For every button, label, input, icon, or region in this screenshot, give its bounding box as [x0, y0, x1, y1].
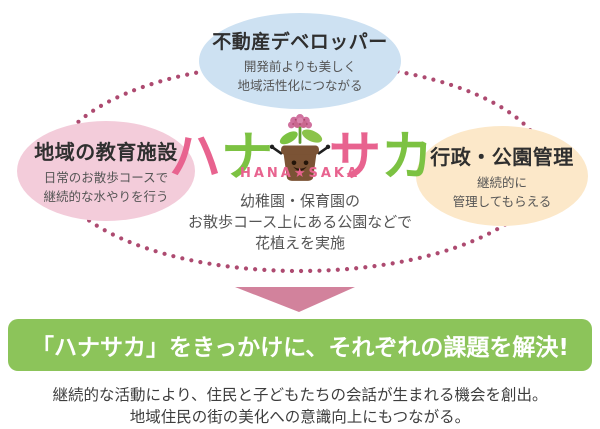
node-subtitle: 日常のお散歩コースで 継続的な水やりを行う: [43, 169, 168, 205]
center-description-line: 花植えを実施: [254, 234, 345, 252]
footer-note-line: 地域住民の街の美化への意識向上にもつながる。: [129, 408, 471, 426]
arms: [271, 145, 329, 155]
conclusion-banner: 「ハナサカ」をきっかけに、それぞれの課題を解決!: [8, 319, 592, 371]
node-title: 不動産デベロッパー: [212, 31, 388, 54]
node-subtitle-line: 地域活性化につながる: [237, 77, 363, 93]
node-subtitle-line: 継続的に: [476, 175, 527, 191]
pot-rim: [281, 145, 319, 155]
flower-cluster: [287, 114, 313, 129]
center-description: 幼稚園・保育園の お散歩コース上にある公園などで 花植えを実施: [0, 191, 600, 254]
node-subtitle-line: 継続的な水やりを行う: [43, 188, 169, 204]
pot-body: [283, 154, 317, 181]
flowerpot-mascot-icon: [269, 114, 331, 181]
footer-note: 継続的な活動により、住民と子どもたちの会話が生まれる機会を創出。 地域住民の街の…: [0, 384, 600, 428]
down-arrow-icon: [235, 287, 355, 312]
eye-left: [291, 160, 297, 166]
center-description-line: お散歩コース上にある公園などで: [188, 213, 412, 231]
logo-char: サ: [329, 126, 381, 188]
eye-right: [303, 160, 309, 166]
node-subtitle: 開発前よりも美しく 地域活性化につながる: [237, 58, 362, 94]
logo-char: カ: [381, 126, 433, 188]
node-title: 地域の教育施設: [34, 140, 178, 165]
node-title: 行政・公園管理: [430, 145, 574, 170]
stem: [298, 126, 302, 144]
node-subtitle: 継続的に 管理してもらえる: [453, 174, 552, 210]
hanasaka-logo: ハ ナ: [0, 97, 600, 188]
node-government-park-management: 行政・公園管理 継続的に 管理してもらえる: [416, 126, 588, 226]
smile-mouth: [293, 166, 307, 171]
conclusion-banner-text: 「ハナサカ」をきっかけに、それぞれの課題を解決!: [31, 335, 569, 361]
leaf-left: [279, 131, 298, 145]
footer-note-line: 継続的な活動により、住民と子どもたちの会話が生まれる機会を創出。: [52, 386, 548, 404]
logo-char: ハ: [168, 126, 221, 188]
node-subtitle-line: 管理してもらえる: [452, 193, 552, 209]
node-subtitle-line: 開発前よりも美しく: [243, 59, 357, 75]
node-subtitle-line: 日常のお散歩コースで: [43, 170, 169, 186]
node-real-estate-developer: 不動産デベロッパー 開発前よりも美しく 地域活性化につながる: [199, 13, 401, 109]
logo-char: ナ: [220, 126, 273, 188]
leaf-right: [301, 129, 323, 143]
center-description-line: 幼稚園・保育園の: [239, 192, 360, 210]
logo-romaji: HANA★SAKA: [239, 166, 361, 181]
node-local-education-facility: 地域の教育施設 日常のお散歩コースで 継続的な水やりを行う: [17, 121, 195, 221]
